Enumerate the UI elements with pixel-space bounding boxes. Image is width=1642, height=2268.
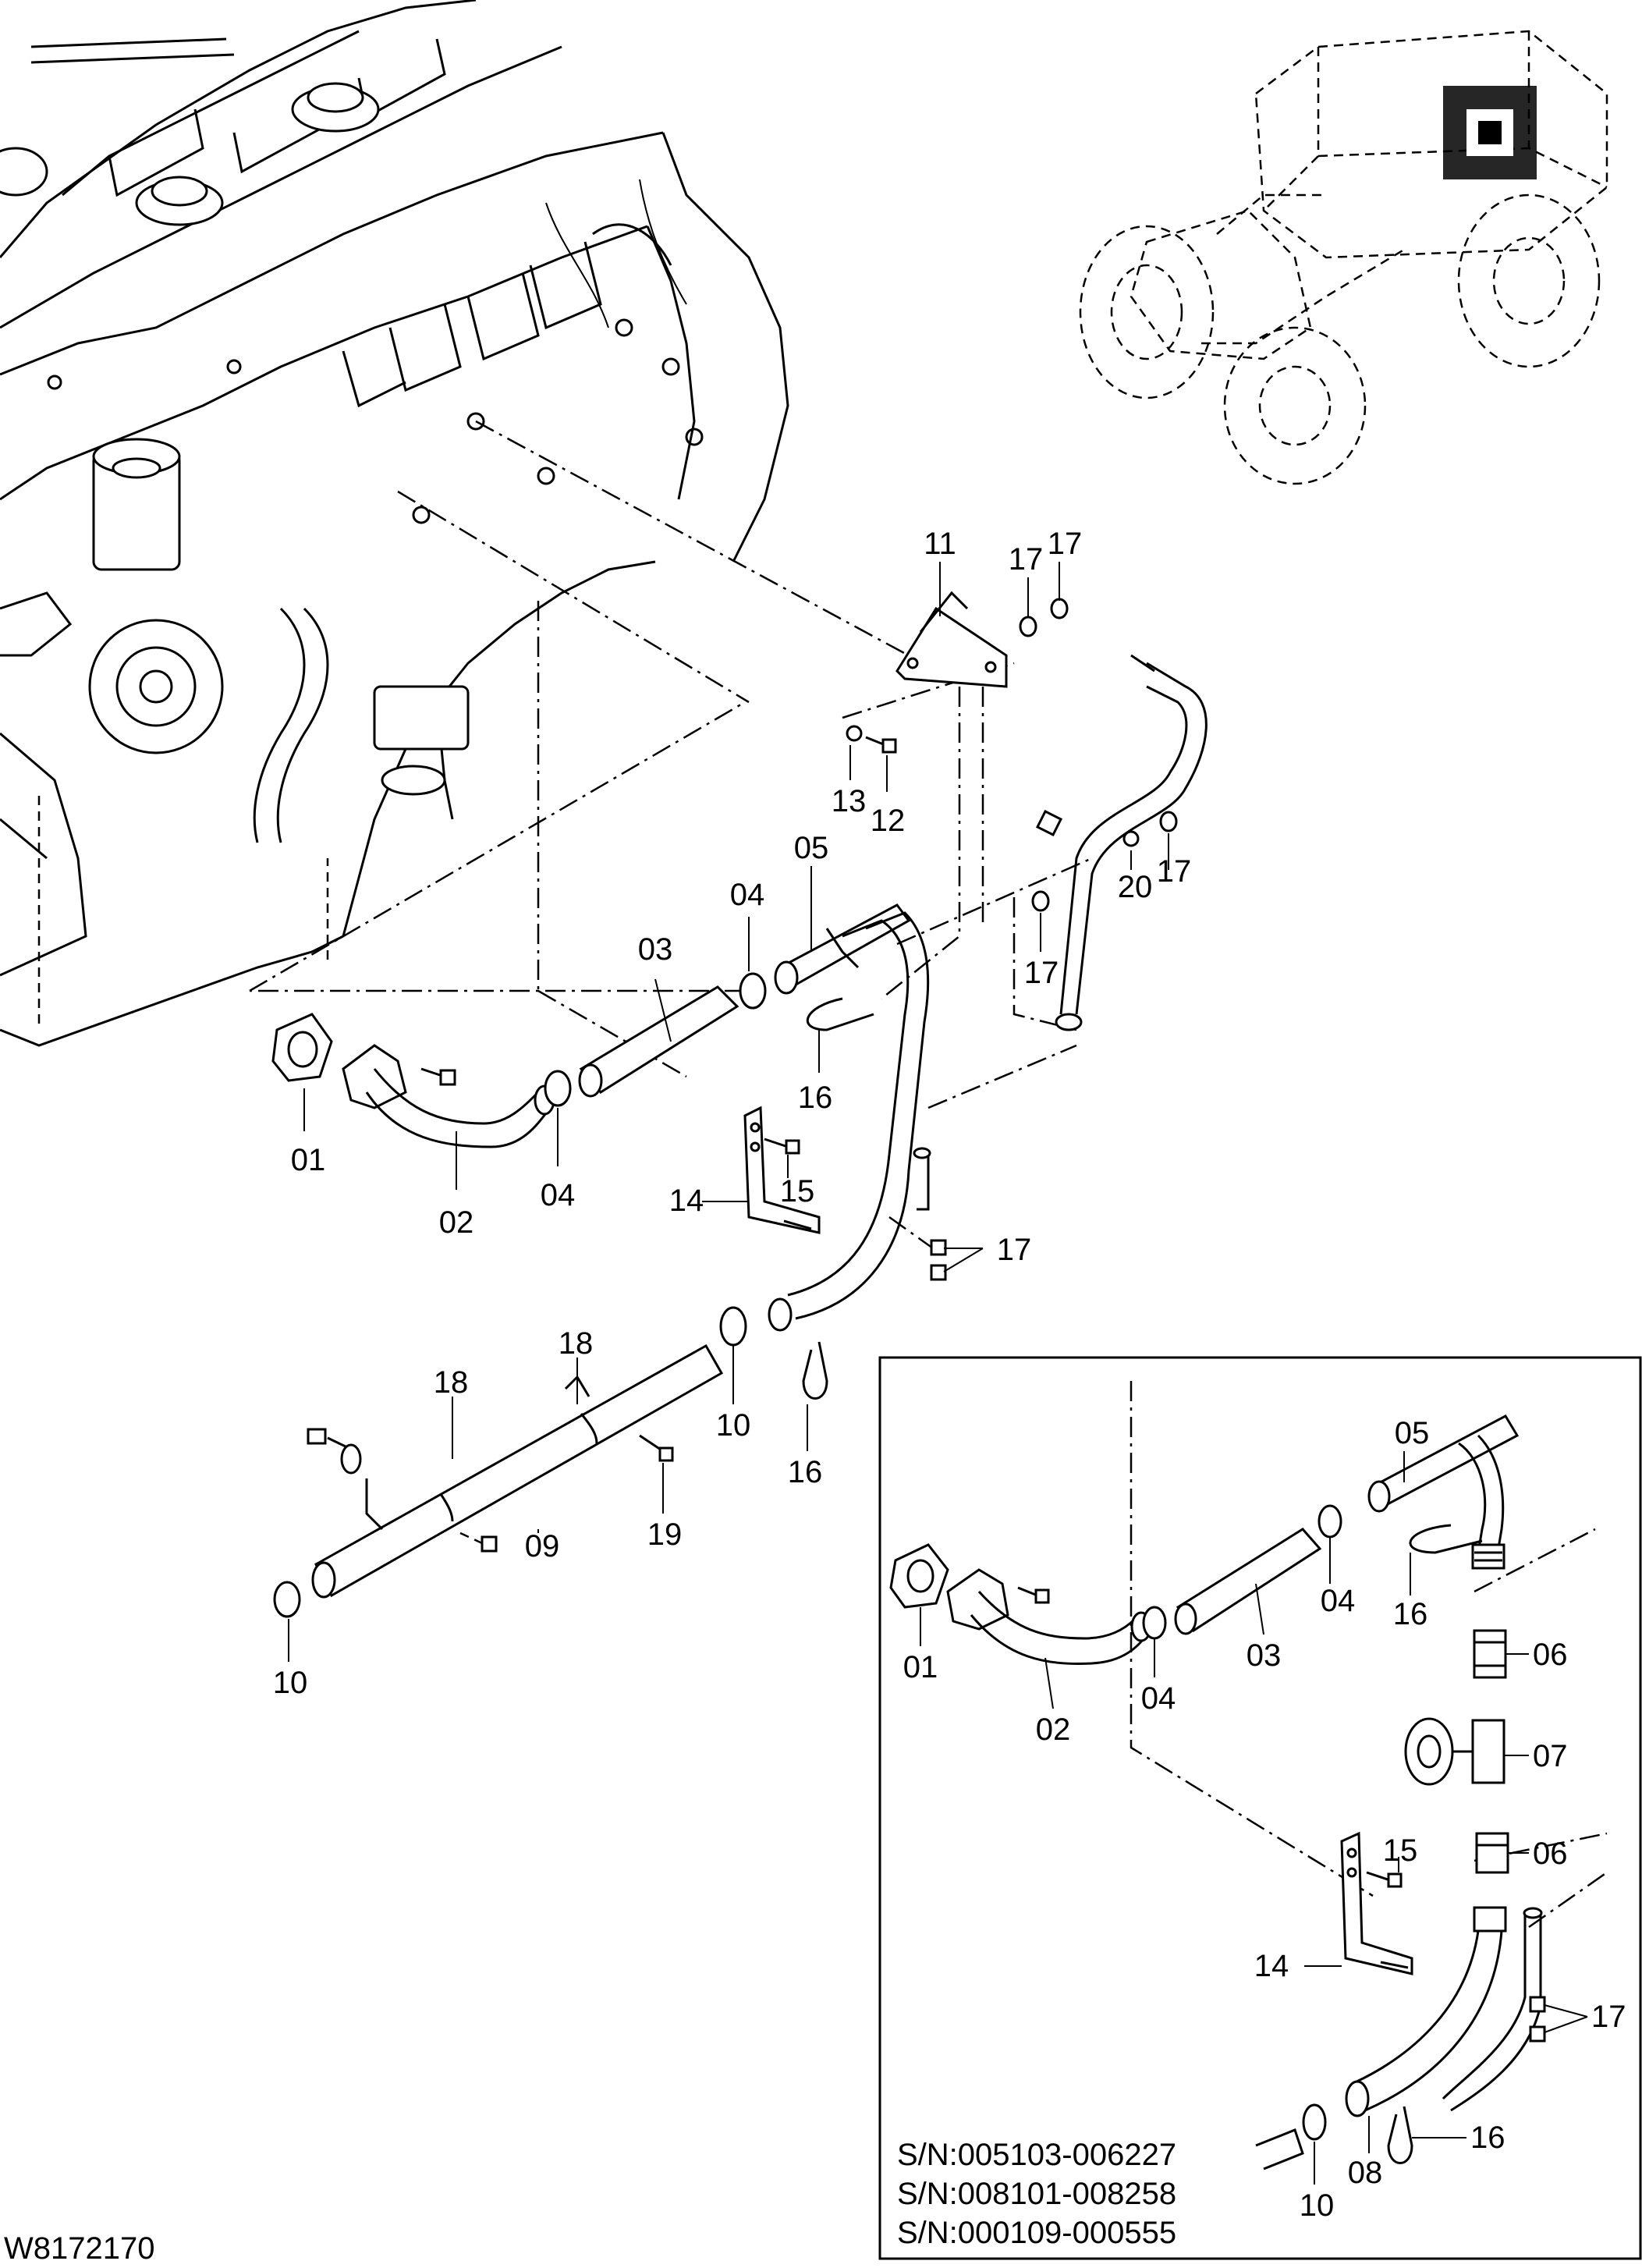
label-02: 02 bbox=[439, 1205, 474, 1240]
label-17-bracket: 17 bbox=[997, 1233, 1032, 1267]
part-16-clip-upper bbox=[806, 997, 874, 1031]
label-11: 11 bbox=[924, 527, 956, 561]
part-10-clamp-lower bbox=[273, 1581, 301, 1618]
label-17-right: 17 bbox=[1157, 854, 1192, 889]
inset-label-17: 17 bbox=[1591, 2000, 1626, 2034]
inset-label-07: 07 bbox=[1533, 1739, 1568, 1773]
part-14-bracket bbox=[743, 1106, 821, 1234]
inset-label-15: 15 bbox=[1383, 1833, 1418, 1868]
label-04-lower: 04 bbox=[541, 1178, 576, 1212]
main-assembly-lines bbox=[249, 420, 1093, 1258]
heater-hose-return bbox=[1035, 654, 1208, 1031]
label-18-lower: 18 bbox=[434, 1365, 469, 1400]
part-04-clamp-upper bbox=[739, 972, 767, 1010]
inset-label-06-upper: 06 bbox=[1533, 1638, 1568, 1672]
part-11-bracket bbox=[895, 591, 1008, 688]
label-09: 09 bbox=[525, 1529, 560, 1563]
wheel-loader-location-icon bbox=[1079, 30, 1608, 485]
part-09-tube bbox=[311, 1343, 724, 1599]
engine-illustration bbox=[0, 0, 789, 1047]
inset-label-05: 05 bbox=[1395, 1416, 1430, 1450]
label-05: 05 bbox=[794, 831, 829, 865]
label-16-upper: 16 bbox=[798, 1081, 833, 1115]
label-01: 01 bbox=[291, 1143, 326, 1177]
label-10-upper: 10 bbox=[716, 1408, 751, 1443]
label-14: 14 bbox=[669, 1184, 704, 1218]
inset-label-03: 03 bbox=[1247, 1638, 1282, 1673]
part-02-pipe bbox=[342, 1044, 555, 1148]
drawing-number: W8172170 bbox=[4, 2231, 154, 2266]
inset-label-08: 08 bbox=[1348, 2156, 1383, 2190]
main-parts bbox=[271, 591, 1208, 1618]
serial-number-range-2: S/N:008101-008258 bbox=[897, 2177, 1176, 2211]
inset-label-16-lower: 16 bbox=[1470, 2121, 1505, 2155]
inset-label-16-upper: 16 bbox=[1393, 1597, 1428, 1631]
label-13: 13 bbox=[832, 784, 867, 818]
inset-variant-panel: 01 02 04 03 04 05 16 06 07 15 06 14 17 1… bbox=[878, 1356, 1642, 2260]
label-19: 19 bbox=[647, 1517, 683, 1552]
inset-label-04-upper: 04 bbox=[1321, 1584, 1356, 1618]
label-17-mid: 17 bbox=[1024, 956, 1059, 990]
inset-label-14: 14 bbox=[1254, 1949, 1289, 1983]
label-18-upper: 18 bbox=[559, 1326, 594, 1361]
serial-number-range-3: S/N:000109-000555 bbox=[897, 2216, 1176, 2250]
inset-label-02: 02 bbox=[1036, 1713, 1071, 1747]
part-04-clamp-lower bbox=[544, 1070, 572, 1107]
part-16-clip-lower bbox=[802, 1341, 828, 1400]
inset-label-10: 10 bbox=[1300, 2188, 1335, 2223]
label-03: 03 bbox=[638, 932, 673, 967]
label-20: 20 bbox=[1118, 870, 1153, 904]
main-callouts: 01 02 03 04 04 05 16 14 15 17 10 16 18 1… bbox=[273, 527, 1192, 1700]
label-04-upper: 04 bbox=[730, 878, 765, 912]
label-12: 12 bbox=[871, 804, 906, 838]
inset-label-04-lower: 04 bbox=[1141, 1681, 1176, 1716]
label-10-lower: 10 bbox=[273, 1666, 308, 1700]
part-01-gasket bbox=[271, 1013, 333, 1082]
part-10-clamp-upper bbox=[719, 1306, 747, 1347]
inset-label-01: 01 bbox=[903, 1650, 938, 1684]
label-17-top-left: 17 bbox=[1009, 542, 1044, 577]
inset-label-06-lower: 06 bbox=[1533, 1837, 1568, 1871]
part-03-hose bbox=[578, 985, 739, 1098]
part-05-y-pipe bbox=[768, 903, 930, 1332]
label-16-lower: 16 bbox=[788, 1455, 823, 1489]
label-17-top-right: 17 bbox=[1048, 527, 1083, 561]
label-15: 15 bbox=[780, 1174, 815, 1209]
serial-number-range-1: S/N:005103-006227 bbox=[897, 2138, 1176, 2172]
